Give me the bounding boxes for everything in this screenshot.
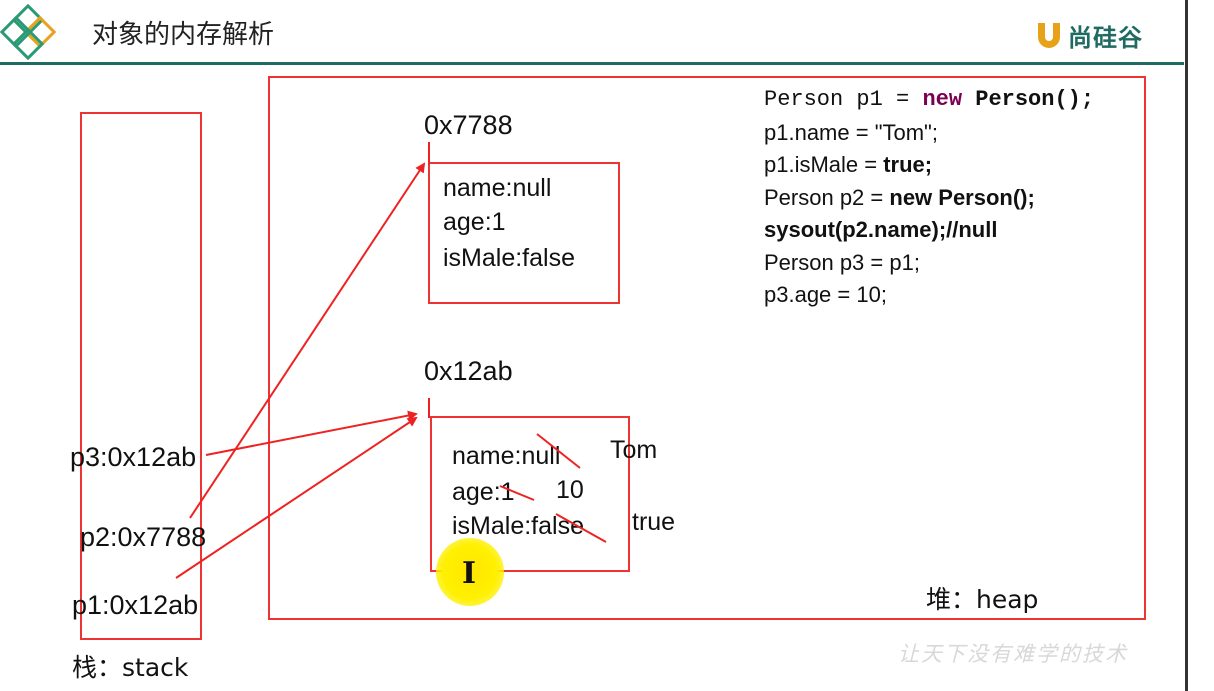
object1-field-name: name:null (443, 174, 552, 202)
object2-field-ismale: isMale:false (452, 512, 584, 540)
code-line: p1.isMale = true; (764, 152, 933, 177)
code-line: p3.age = 10; (764, 282, 887, 307)
code-line: Person p3 = p1; (764, 249, 920, 275)
brand-u-icon (1038, 23, 1060, 48)
text-cursor-icon: I (462, 556, 477, 591)
window-edge (1185, 0, 1188, 691)
stack-var-p2: p2:0x7788 (80, 522, 207, 552)
heap-object-0x7788 (428, 162, 620, 304)
stack-area (80, 112, 202, 640)
heap-label: 堆：heap (926, 585, 1039, 614)
heap-object-0x12ab (430, 416, 630, 572)
slide-title: 对象的内存解析 (92, 20, 275, 50)
brand-text: 尚硅谷 (1068, 23, 1143, 52)
object2-field-name: name:null (452, 442, 561, 470)
brand-logo: 尚硅谷 (1034, 18, 1143, 52)
watermark: 让天下没有难学的技术 (898, 642, 1128, 666)
object2-address: 0x12ab (424, 356, 513, 386)
stack-label: 栈：stack (72, 653, 189, 682)
diamond-logo-icon (0, 4, 57, 60)
code-line: sysout(p2.name);//null (764, 217, 998, 242)
object1-field-age: age:1 (443, 208, 506, 236)
code-snippet: Person p1 = new Person(); p1.name = "Tom… (764, 84, 1094, 312)
stack-var-p1: p1:0x12ab (72, 590, 199, 620)
stack-var-p3: p3:0x12ab (70, 442, 197, 472)
slide-header (0, 0, 1184, 66)
updated-ismale-value: true (632, 508, 676, 536)
cursor-highlight (436, 538, 504, 606)
code-line: p1.name = "Tom"; (764, 119, 938, 145)
header-divider (0, 62, 1184, 65)
updated-name-value: Tom (610, 436, 658, 464)
object1-field-ismale: isMale:false (443, 244, 575, 272)
object1-address: 0x7788 (424, 110, 513, 140)
updated-age-value: 10 (556, 476, 584, 504)
object2-field-age: age:1 (452, 478, 515, 506)
code-line: Person p1 = new Person(); (764, 87, 1095, 112)
code-line: Person p2 = new Person(); (764, 184, 1035, 210)
